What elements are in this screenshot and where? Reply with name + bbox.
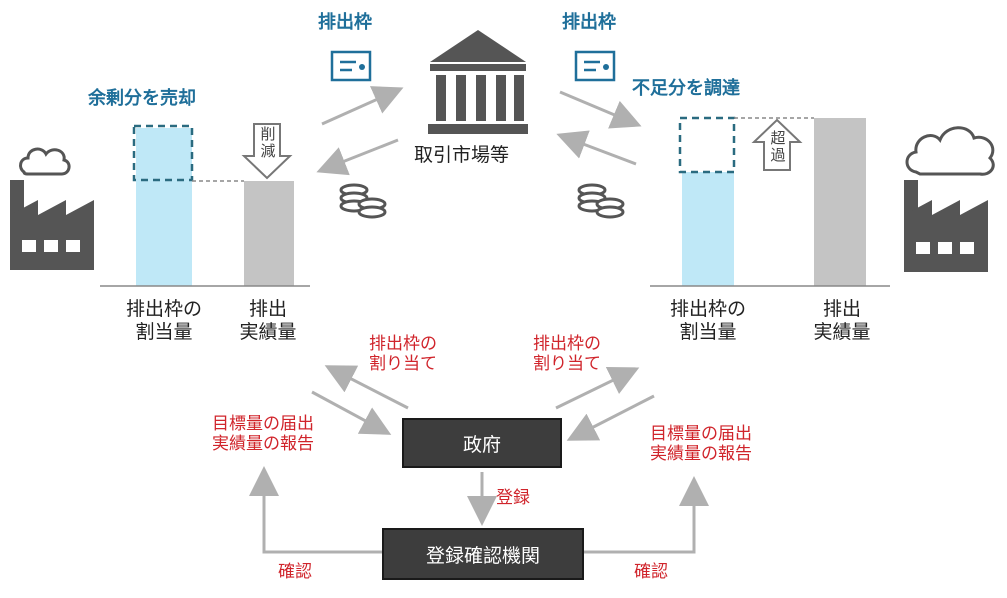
right-smoke-icon [905,126,995,176]
allotment-label-right-line2: 割り当て [533,354,601,375]
coins-icon [339,183,387,219]
left-factory-icon [10,180,94,270]
right-allocation-label: 排出枠の 割当量 [656,298,760,344]
reduce-arrow-icon [241,123,293,180]
allotment-label-left-line1: 排出枠の [369,334,437,354]
left-surplus-dashed-box [132,124,194,182]
registry-box: 登録確認機関 [382,528,584,580]
allotment-label-right: 排出枠の 割り当て [522,334,612,375]
excess-arrow-icon [751,118,803,171]
allotment-label-left: 排出枠の 割り当て [358,334,448,375]
permit-certificate-icon [574,50,616,82]
coins-icon [577,183,625,219]
government-box: 政府 [402,418,562,468]
bank-icon [428,30,528,134]
allotment-label-left-line2: 割り当て [369,354,437,375]
right-allocation-bar [682,172,734,286]
left-chart [100,123,310,287]
left-actual-label-line2: 実績量 [239,320,297,343]
report-label-right-line1: 目標量の届出 [650,424,752,444]
report-label-left: 目標量の届出 実績量の報告 [190,414,336,455]
excess-label: 超 過 [770,129,786,164]
report-label-right: 目標量の届出 実績量の報告 [628,424,774,465]
right-actual-label-line1: 排出 [822,298,861,320]
allotment-label-right-line1: 排出枠の [533,334,601,354]
confirm-label-right: 確認 [634,562,668,582]
permit-certificate-icon [330,50,372,82]
left-actual-label-line1: 排出 [248,298,287,320]
right-shortfall-dashed-box [678,116,736,174]
right-chart [650,116,890,287]
sell-surplus-label: 余剰分を売却 [88,88,196,109]
permit-label-left: 排出枠 [318,12,372,33]
permit-label-right: 排出枠 [562,12,616,33]
right-actual-label-line2: 実績量 [813,320,871,343]
confirm-label-left: 確認 [278,562,312,582]
register-label: 登録 [496,488,530,508]
right-actual-label: 排出 実績量 [800,298,884,344]
report-label-left-line1: 目標量の届出 [212,414,314,434]
report-label-right-line2: 実績量の報告 [650,444,752,465]
buy-shortfall-label: 不足分を調達 [632,78,740,99]
left-allocation-label-line1: 排出枠の [125,298,202,320]
market-label: 取引市場等 [414,144,510,166]
left-smoke-icon [19,147,71,176]
report-label-left-line2: 実績量の報告 [212,434,314,455]
left-actual-label: 排出 実績量 [226,298,310,344]
right-allocation-label-line1: 排出枠の [669,298,746,320]
left-allocation-bar [136,128,192,286]
right-allocation-label-line2: 割当量 [679,320,737,343]
left-actual-bar [244,181,294,286]
right-actual-bar [814,118,866,286]
left-allocation-label: 排出枠の 割当量 [112,298,216,344]
reduce-label: 削 減 [260,125,276,160]
right-factory-icon [904,180,988,272]
left-allocation-label-line2: 割当量 [135,320,193,343]
